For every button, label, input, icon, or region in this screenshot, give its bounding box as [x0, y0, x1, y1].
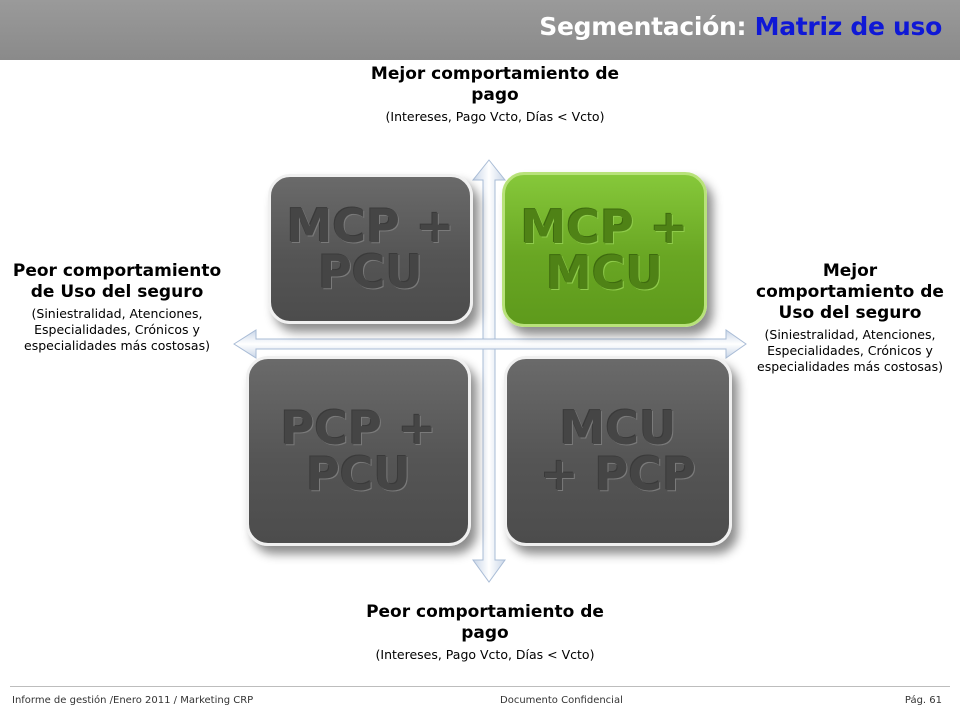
- header-bar: Segmentación: Matriz de uso: [0, 0, 960, 60]
- axis-label-right: Mejor comportamiento de Uso del seguro (…: [752, 261, 948, 375]
- axis-label-left: Peor comportamiento de Uso del seguro (S…: [12, 261, 222, 354]
- quadrant-top-right-label: MCP + MCU: [520, 199, 689, 300]
- axis-label-right-detail: (Siniestralidad, Atenciones, Especialida…: [757, 327, 943, 374]
- quadrant-top-left: MCP + PCU: [268, 174, 473, 324]
- horizontal-axis-arrow: [233, 329, 747, 359]
- axis-label-left-title: Peor comportamiento de Uso del seguro: [12, 261, 222, 302]
- axis-label-top-detail: (Intereses, Pago Vcto, Días < Vcto): [385, 109, 605, 124]
- quadrant-bottom-right: MCU + PCP: [504, 356, 732, 546]
- axis-label-left-detail: (Siniestralidad, Atenciones, Especialida…: [24, 306, 210, 353]
- title-highlight: Matriz de uso: [754, 12, 943, 41]
- title-prefix: Segmentación:: [539, 12, 755, 41]
- footer-left: Informe de gestión /Enero 2011 / Marketi…: [12, 695, 254, 706]
- axis-label-right-title: Mejor comportamiento de Uso del seguro: [756, 261, 944, 323]
- footer-divider: [10, 686, 950, 687]
- footer-center: Documento Confidencial: [500, 695, 623, 706]
- page-title: Segmentación: Matriz de uso: [539, 12, 942, 41]
- quadrant-top-right: MCP + MCU: [502, 172, 707, 327]
- quadrant-bottom-left: PCP + PCU: [246, 356, 471, 546]
- axis-label-bottom: Peor comportamiento de pago (Intereses, …: [340, 602, 630, 663]
- quadrant-top-left-label: MCP + PCU: [286, 199, 455, 299]
- quadrant-bottom-left-label: PCP + PCU: [280, 401, 437, 501]
- footer-page-number: Pág. 61: [904, 695, 942, 706]
- vertical-axis-arrow: [471, 159, 507, 583]
- axis-label-top: Mejor comportamiento de pago (Intereses,…: [365, 64, 625, 125]
- axis-label-top-title: Mejor comportamiento de pago: [370, 64, 620, 105]
- quadrant-bottom-right-label: MCU + PCP: [540, 401, 696, 501]
- axis-label-bottom-title: Peor comportamiento de pago: [366, 602, 604, 643]
- axis-label-bottom-detail: (Intereses, Pago Vcto, Días < Vcto): [375, 647, 595, 662]
